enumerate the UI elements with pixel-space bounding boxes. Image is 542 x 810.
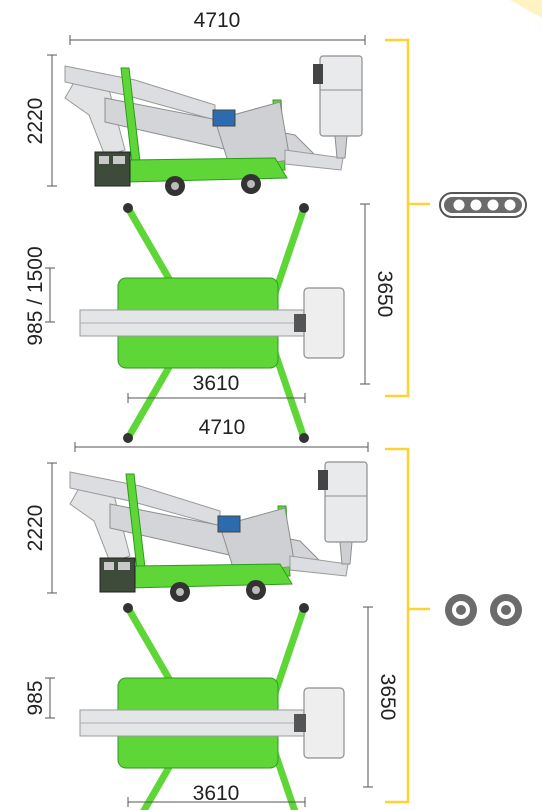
side-view-machine: [69, 461, 368, 603]
side-view-machine: [64, 55, 363, 197]
corner-accent: [510, 0, 542, 18]
span-label: 3610: [193, 372, 240, 395]
config-tracked: 4710 2220 985 / 1500 3610 3650: [24, 9, 527, 443]
config-bracket: [385, 447, 430, 804]
config-bracket: [385, 38, 430, 398]
width-label: 985: [24, 680, 47, 715]
config-wheeled: 4710 2220 985 3610 3650: [24, 416, 522, 810]
top-view-machine: [80, 203, 344, 443]
tracks-icon: [439, 192, 527, 218]
length-label: 4710: [194, 9, 241, 32]
width-label: 985 / 1500: [24, 246, 47, 345]
height-label: 2220: [24, 98, 47, 145]
length-label: 4710: [199, 416, 246, 439]
span-label: 3610: [193, 782, 240, 805]
depth-label: 3650: [373, 271, 396, 318]
height-label: 2220: [24, 505, 47, 552]
top-view-machine: [80, 603, 344, 810]
depth-label: 3650: [376, 674, 399, 721]
wheels-icon: [445, 594, 522, 626]
